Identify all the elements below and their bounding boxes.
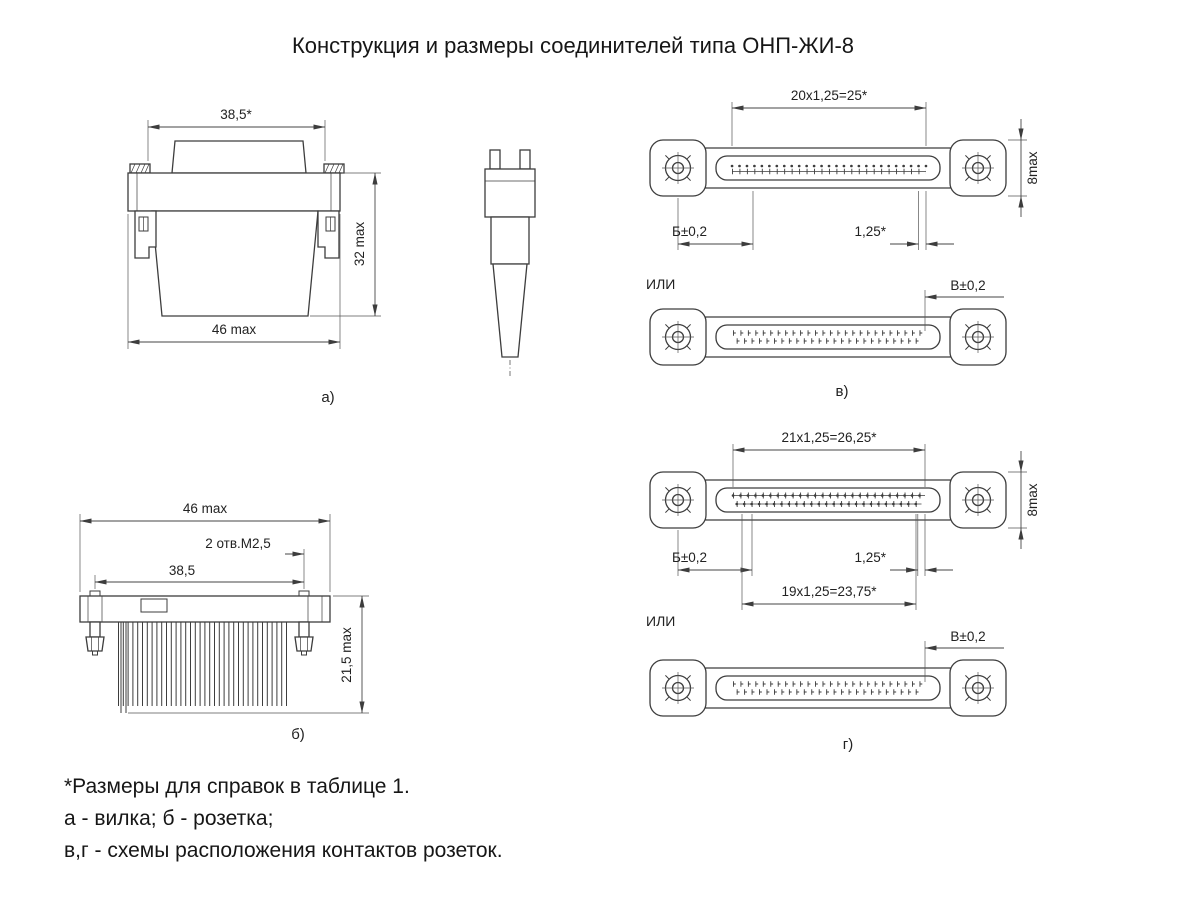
view-g-label: г) bbox=[843, 736, 853, 753]
dim-a-top-width: 38,5* bbox=[220, 107, 252, 122]
note-line-2: а - вилка; б - розетка; bbox=[64, 807, 273, 830]
dim-g-b-offset: Б±0,2 bbox=[672, 550, 707, 565]
dim-g-v-offset: В±0,2 bbox=[950, 629, 985, 644]
dim-g-row2-span: 19х1,25=23,75* bbox=[782, 584, 878, 599]
note-line-1: *Размеры для справок в таблице 1. bbox=[64, 775, 410, 798]
dim-a-height: 32 max bbox=[352, 222, 367, 267]
plug-shoulder bbox=[127, 172, 341, 212]
view-g-contact-layout: 21х1,25=26,25* 8max Б±0,2 1,25* 19х1,25=… bbox=[646, 430, 1040, 753]
plug-cap bbox=[171, 140, 307, 174]
view-side-plug bbox=[484, 149, 536, 376]
side-body bbox=[492, 263, 528, 358]
dim-g-height: 8max bbox=[1025, 483, 1040, 516]
view-a-label: а) bbox=[321, 389, 334, 406]
view-a-plug-front: 38,5* 32 max 46 max а) bbox=[127, 107, 381, 406]
dim-v-row-span: 20х1,25=25* bbox=[791, 88, 868, 103]
side-head bbox=[484, 168, 536, 218]
side-neck bbox=[490, 216, 530, 265]
screw-right bbox=[298, 621, 310, 638]
side-post-right bbox=[519, 149, 531, 170]
dim-b-inner-width: 38,5 bbox=[169, 563, 195, 578]
note-line-3: в,г - схемы расположения контактов розет… bbox=[64, 839, 503, 862]
or-label-v: ИЛИ bbox=[646, 276, 675, 292]
view-b-socket-side: 46 max 2 отв.М2,5 38,5 21,5 max б) bbox=[79, 501, 369, 743]
side-post-left bbox=[489, 149, 501, 170]
keying-notch bbox=[140, 598, 168, 613]
dim-b-width: 46 max bbox=[183, 501, 228, 516]
dim-v-height: 8max bbox=[1025, 151, 1040, 184]
socket-face-two-row bbox=[650, 309, 1006, 365]
dim-v-b-offset: Б±0,2 bbox=[672, 224, 707, 239]
dim-g-row1-span: 21х1,25=26,25* bbox=[782, 430, 878, 445]
socket-face-two-row-cross bbox=[650, 660, 1006, 716]
view-v-contact-layout: 20х1,25=25* 8max Б±0,2 1,25* ИЛИ В±0,2 в… bbox=[646, 88, 1040, 400]
view-v-label: в) bbox=[836, 383, 849, 400]
dim-a-bottom-width: 46 max bbox=[212, 322, 257, 337]
or-label-g: ИЛИ bbox=[646, 613, 675, 629]
dim-v-pitch: 1,25* bbox=[854, 224, 886, 239]
view-b-label: б) bbox=[291, 726, 305, 743]
dim-b-height: 21,5 max bbox=[339, 627, 354, 683]
socket-flange bbox=[79, 595, 331, 623]
socket-face-two-row-dots bbox=[650, 472, 1006, 528]
plug-body bbox=[151, 210, 319, 317]
footnotes: *Размеры для справок в таблице 1. а - ви… bbox=[64, 775, 503, 862]
page-title: Конструкция и размеры соединителей типа … bbox=[292, 33, 854, 58]
dim-v-v-offset: В±0,2 bbox=[950, 278, 985, 293]
socket-face-one-row bbox=[650, 140, 1006, 196]
mount-tab-right bbox=[317, 210, 340, 259]
screw-left bbox=[89, 621, 101, 638]
mount-tab-left bbox=[134, 210, 157, 259]
dim-g-pitch: 1,25* bbox=[854, 550, 886, 565]
dim-b-holes: 2 отв.М2,5 bbox=[205, 536, 271, 551]
